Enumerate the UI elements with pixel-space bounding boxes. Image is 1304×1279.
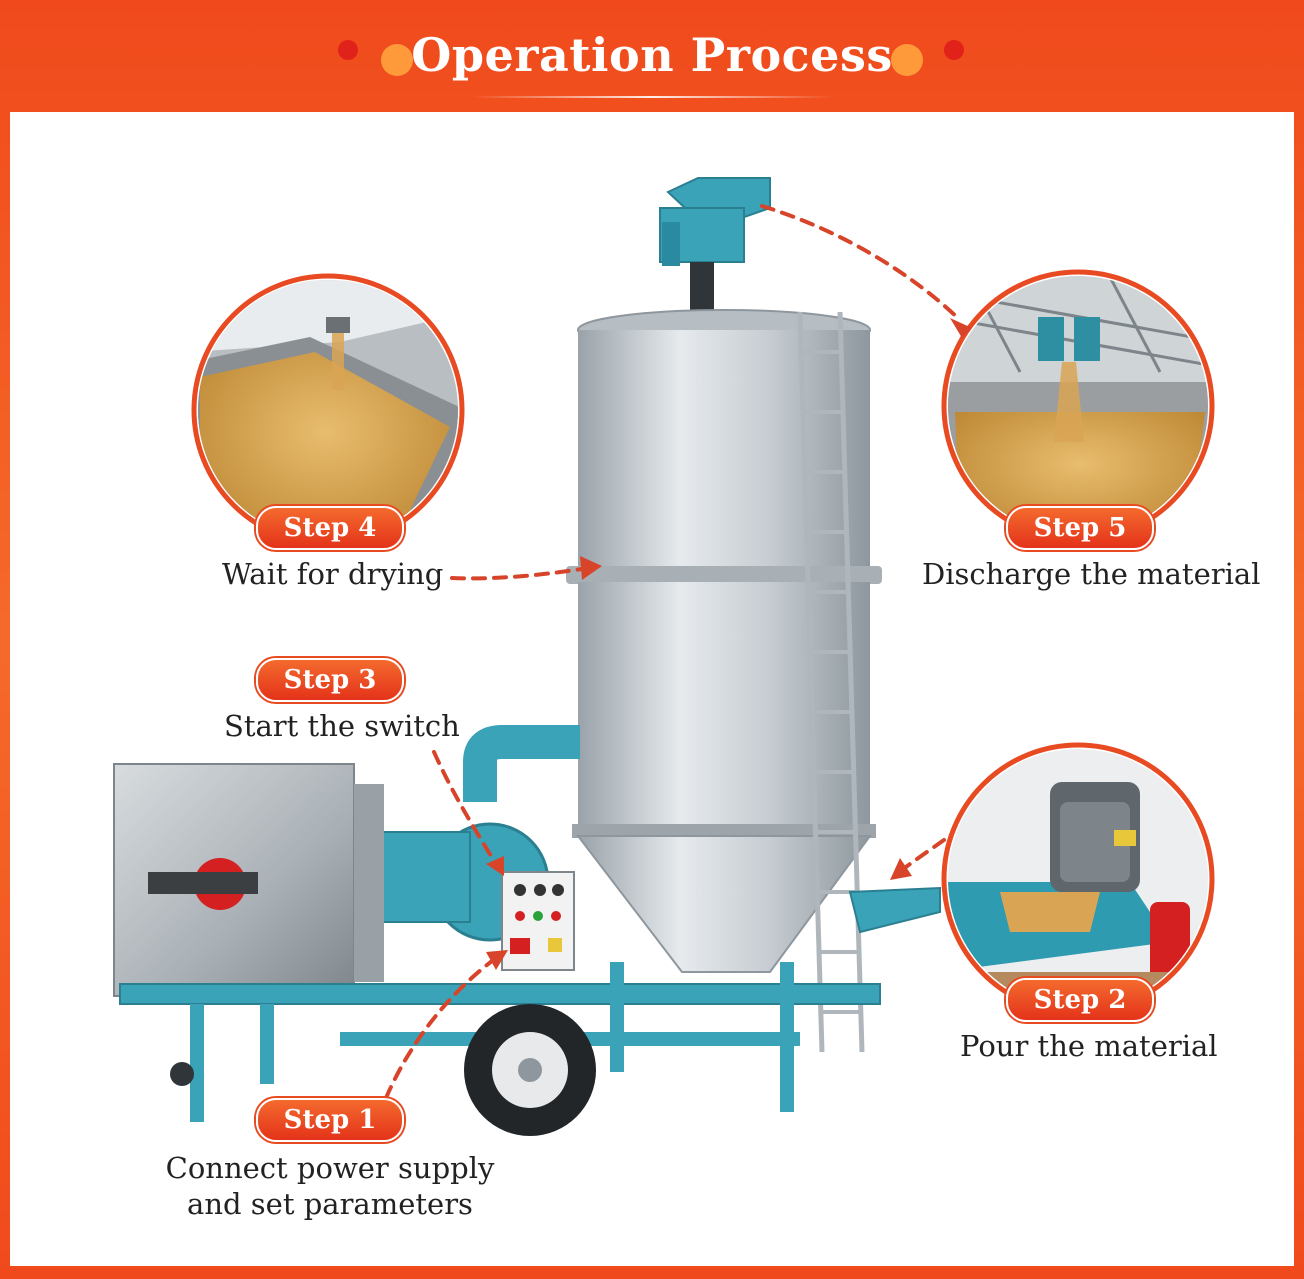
grain-dryer-machine	[113, 177, 941, 1136]
title-underline	[470, 96, 834, 98]
step3-arrow-icon	[432, 750, 498, 866]
step5-badge: Step 5	[1006, 506, 1154, 550]
step2-arrow-icon	[900, 838, 946, 872]
step4-arrow-icon	[450, 566, 590, 581]
step3-badge: Step 3	[256, 658, 404, 702]
step1-caption-line2: and set parameters	[187, 1187, 473, 1221]
step5-caption: Discharge the material	[922, 557, 1261, 591]
title-dot-right-red	[944, 40, 964, 60]
ladder-rungs	[801, 350, 861, 1014]
step1-arrow-icon	[384, 956, 498, 1100]
title-dot-right-orange	[891, 44, 923, 76]
step1-caption-line1: Connect power supply	[165, 1151, 495, 1185]
dryer-diagram	[113, 177, 1215, 1136]
step4-badge: Step 4	[256, 506, 404, 550]
title-dot-left-orange	[381, 44, 413, 76]
step2-photo	[941, 742, 1215, 1016]
step4-photo	[191, 273, 465, 547]
header: Operation Process	[0, 0, 1304, 112]
diagram-panel: Step 4 Wait for drying Step 5 Discharge …	[10, 112, 1294, 1266]
step2-badge: Step 2	[1006, 978, 1154, 1022]
step2-caption: Pour the material	[960, 1029, 1218, 1063]
step3-caption: Start the switch	[224, 709, 460, 743]
step5-photo	[941, 269, 1215, 543]
page-title: Operation Process	[411, 28, 893, 82]
step4-caption: Wait for drying	[222, 557, 444, 591]
title-dot-left-red	[338, 40, 358, 60]
step1-badge: Step 1	[256, 1098, 404, 1142]
arrow-heads	[486, 318, 972, 970]
step5-arrow-icon	[760, 204, 962, 322]
